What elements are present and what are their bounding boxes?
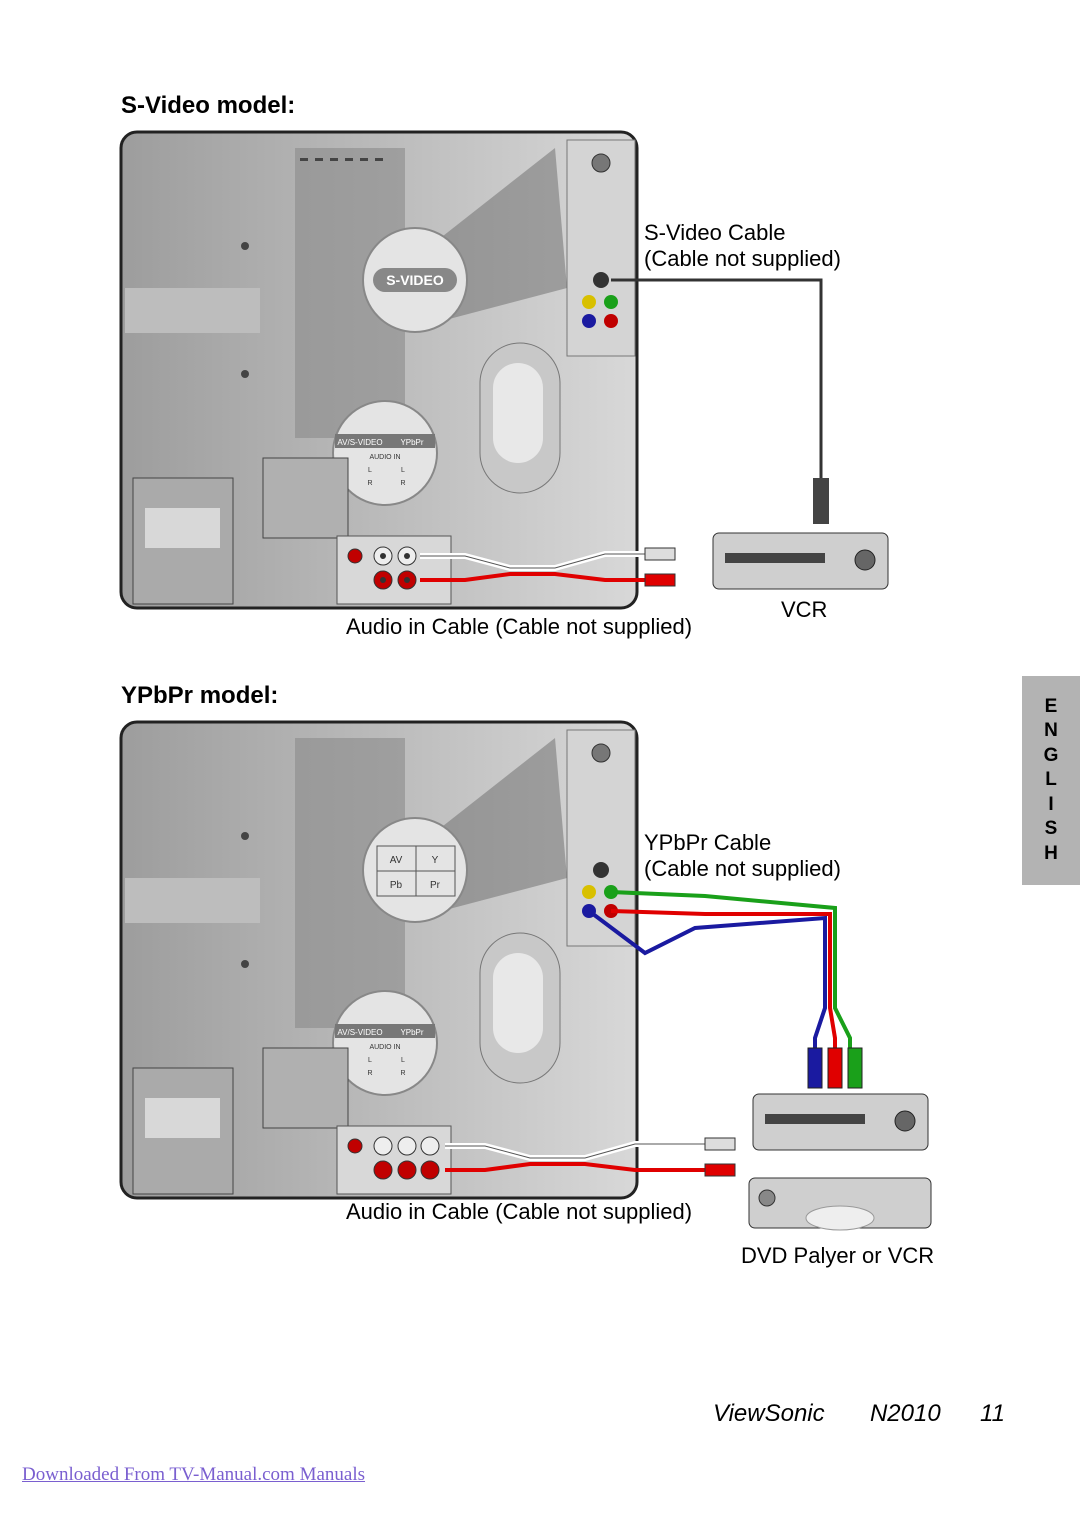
footer-brand: ViewSonic <box>713 1400 825 1427</box>
svideo-connection-diagram: S-VIDEO AV/S-VIDEO YPbPr AUDIO IN L L R … <box>119 130 889 610</box>
lang-letter: L <box>1045 769 1057 791</box>
svideo-audio-tab1: AV/S-VIDEO <box>337 438 382 447</box>
svideo-cable-label-2: (Cable not supplied) <box>644 246 841 271</box>
download-source-link[interactable]: Downloaded From TV-Manual.com Manuals <box>22 1464 366 1485</box>
page-footer: ViewSonic N2010 11 <box>713 1400 1005 1428</box>
ypbpr-audio-l2: L <box>401 1057 405 1064</box>
ypbpr-heading: YPbPr model: <box>121 682 279 709</box>
lang-letter: I <box>1048 793 1054 815</box>
ypbpr-badge-pb: Pb <box>390 880 403 891</box>
svideo-cable-label-1: S-Video Cable <box>644 220 786 245</box>
ypbpr-badge-y: Y <box>432 855 439 866</box>
ypbpr-audio-cable-label: Audio in Cable (Cable not supplied) <box>346 1199 693 1224</box>
svideo-audio-r2: R <box>400 480 405 487</box>
ypbpr-audio-l1: L <box>368 1057 372 1064</box>
ypbpr-cable-label-2: (Cable not supplied) <box>644 856 841 881</box>
lang-letter: N <box>1044 720 1058 742</box>
svideo-audio-title: AUDIO IN <box>369 454 400 461</box>
lang-letter: S <box>1044 818 1058 840</box>
svideo-badge: S-VIDEO <box>386 272 444 288</box>
ypbpr-audio-r2: R <box>400 1070 405 1077</box>
svideo-heading: S-Video model: <box>121 92 296 119</box>
ypbpr-audio-tab1: AV/S-VIDEO <box>337 1028 382 1037</box>
ypbpr-cable-label-1: YPbPr Cable <box>644 830 772 855</box>
ypbpr-badge-pr: Pr <box>430 880 441 891</box>
svideo-audio-l2: L <box>401 467 405 474</box>
ypbpr-audio-r1: R <box>367 1070 372 1077</box>
ypbpr-audio-title: AUDIO IN <box>369 1044 400 1051</box>
ypbpr-badge-av: AV <box>390 855 403 866</box>
ypbpr-connection-diagram: AV Y Pb Pr AV/S-VIDEO YPbPr AUDIO IN L L… <box>119 720 932 1231</box>
svideo-audio-tab2: YPbPr <box>400 438 423 447</box>
footer-model: N2010 <box>869 1400 941 1427</box>
footer-page-number: 11 <box>980 1400 1005 1427</box>
language-tab-english: E N G L I S H <box>1022 676 1080 885</box>
lang-letter: H <box>1044 842 1058 864</box>
vcr-label: VCR <box>781 597 828 622</box>
lang-letter: G <box>1043 744 1059 766</box>
lang-letter: E <box>1044 695 1058 717</box>
svideo-audio-cable-label: Audio in Cable (Cable not supplied) <box>346 614 693 639</box>
dvd-vcr-label: DVD Palyer or VCR <box>741 1243 935 1268</box>
ypbpr-audio-tab2: YPbPr <box>400 1028 423 1037</box>
svideo-audio-l1: L <box>368 467 372 474</box>
svideo-audio-r1: R <box>367 480 372 487</box>
